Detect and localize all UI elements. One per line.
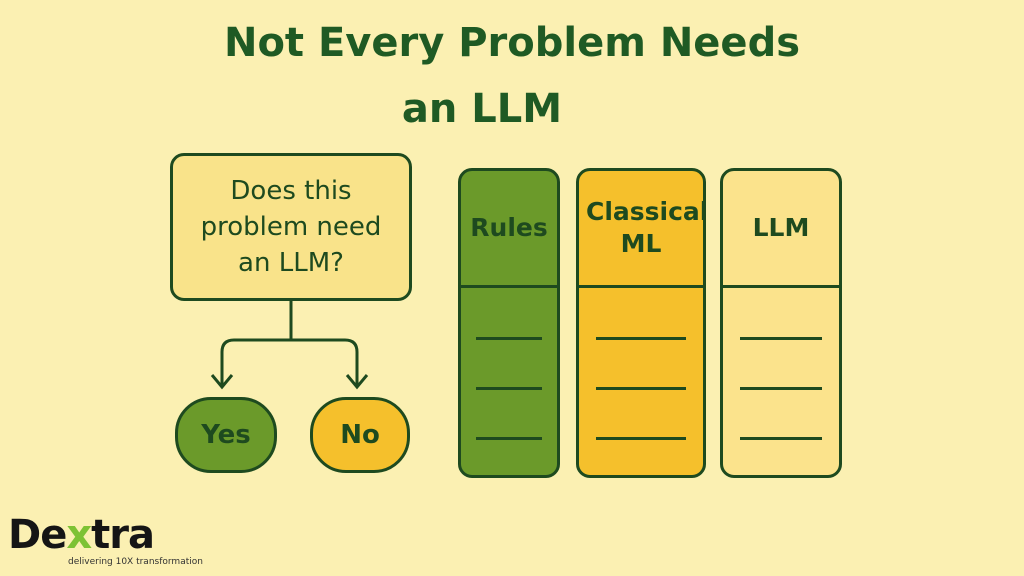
column-header: Rules [461,171,557,288]
dash [596,437,686,440]
dash [740,337,822,340]
dash [596,337,686,340]
dash [596,387,686,390]
dash [476,337,542,340]
title-line-2: an LLM [401,86,563,132]
dash [476,387,542,390]
column-header: Classical ML [579,171,703,288]
column-label: LLM [752,213,810,242]
column-rules: Rules [458,168,560,478]
branch-line [220,338,359,386]
dash [740,437,822,440]
arrow-yes-icon [210,374,234,390]
column-label: Rules [470,213,548,242]
column-header: LLM [723,171,839,288]
no-node: No [310,397,410,473]
column-llm: LLM [720,168,842,478]
dash [476,437,542,440]
column-classical-ml: Classical ML [576,168,706,478]
arrow-no-icon [345,374,369,390]
question-box: Does this problem need an LLM? [170,153,412,301]
dash [740,387,822,390]
logo-tagline: delivering 10X transformation [68,557,203,567]
title-line-1: Not Every Problem Needs [223,20,801,66]
no-label: No [340,420,380,450]
yes-label: Yes [201,420,251,450]
dextra-logo: Dextra [8,512,155,558]
question-text: Does this problem need an LLM? [200,176,382,278]
column-label: Classical ML [586,197,706,258]
yes-node: Yes [175,397,277,473]
